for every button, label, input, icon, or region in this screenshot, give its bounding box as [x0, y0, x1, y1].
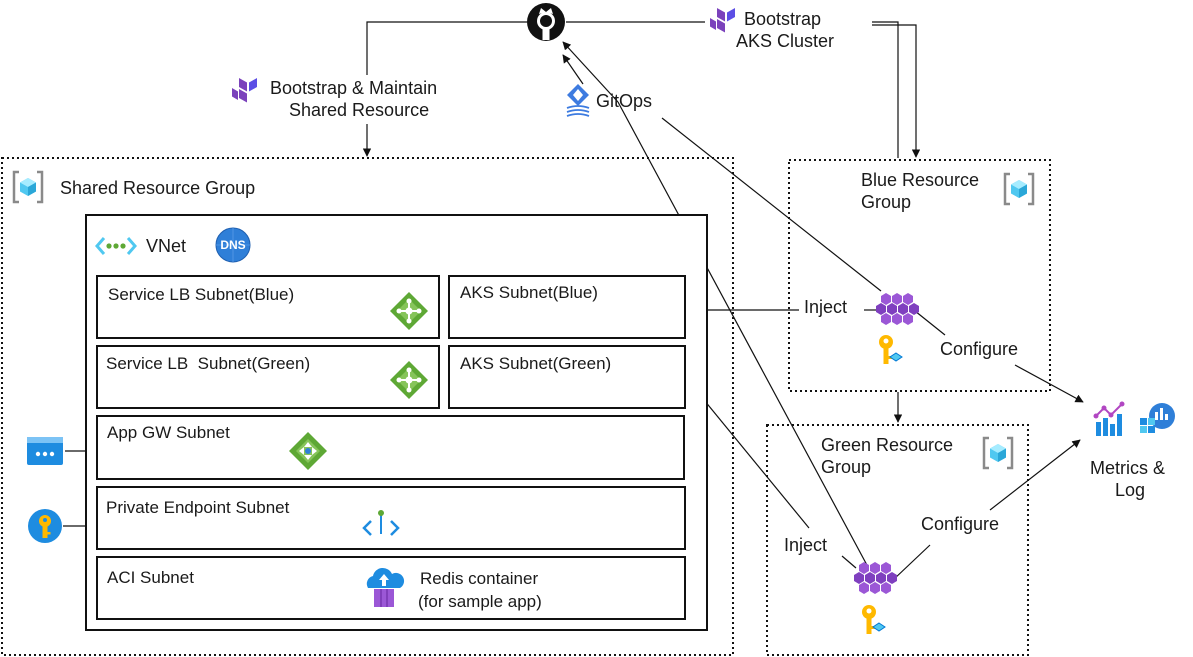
managed-identity-icon: [861, 604, 886, 635]
label-bootstrap-shared-1: Bootstrap & Maintain: [270, 78, 437, 98]
label-metrics-1: Metrics &: [1090, 458, 1165, 478]
label-green-rg-2: Group: [821, 457, 871, 477]
arrow-green-aks-to-github: [562, 41, 619, 103]
label-subnet-lb-green: Service LB Subnet(Green): [106, 354, 310, 373]
private-endpoint-icon: [362, 510, 400, 536]
label-shared-rg: Shared Resource Group: [60, 178, 255, 198]
resource-group-icon: [1003, 172, 1035, 206]
line-bootstrap-aks-1: [872, 21, 899, 158]
resource-group-icon: [12, 170, 44, 204]
label-subnet-aci: ACI Subnet: [107, 568, 194, 587]
line-gitops-to-blue-aks: [661, 117, 882, 292]
dns-zone-icon: DNS: [215, 227, 251, 263]
label-configure-blue: Configure: [940, 339, 1018, 359]
subnet-private-endpoint: [96, 486, 686, 550]
vnet-icon: [95, 237, 137, 255]
label-blue-rg-1: Blue Resource: [861, 170, 979, 190]
blue-resource-group: [788, 159, 1051, 392]
line-github-to-green-aks: [617, 101, 869, 568]
arrow-gitops-to-github: [562, 54, 584, 85]
line-inject-green-short: [841, 555, 857, 569]
github-icon: [527, 3, 565, 41]
label-subnet-aks-blue: AKS Subnet(Blue): [460, 283, 598, 302]
subnet-appgw: [96, 415, 685, 480]
arrow-configure-green: [989, 439, 1081, 511]
application-gateway-icon: [289, 432, 327, 470]
key-vault-icon: [28, 509, 62, 543]
label-redis-2: (for sample app): [418, 592, 542, 611]
aks-cluster-icon: [854, 562, 897, 594]
subnet-lb-blue: [96, 275, 440, 339]
line-configure-blue-a: [914, 310, 946, 336]
label-bootstrap-aks-1: Bootstrap: [744, 9, 821, 29]
label-redis-1: Redis container: [420, 569, 538, 588]
log-analytics-icon: [1140, 403, 1175, 433]
subnet-lb-green: [96, 345, 440, 409]
gitops-flux-icon: [566, 84, 590, 117]
label-metrics-2: Log: [1115, 480, 1145, 500]
label-blue-rg-2: Group: [861, 192, 911, 212]
subnet-aks-blue: [448, 275, 686, 339]
label-green-rg-1: Green Resource: [821, 435, 953, 455]
label-gitops: GitOps: [596, 91, 652, 111]
shared-resource-group: [1, 157, 734, 656]
container-instance-icon: [366, 567, 405, 607]
label-subnet-aks-green: AKS Subnet(Green): [460, 354, 611, 373]
label-inject-blue: Inject: [804, 297, 847, 317]
label-bootstrap-aks-2: AKS Cluster: [736, 31, 834, 51]
label-inject-green: Inject: [784, 535, 827, 555]
label-bootstrap-shared-2: Shared Resource: [289, 100, 429, 120]
subnet-aks-green: [448, 345, 686, 409]
line-github-to-bootstrap-shared: [366, 21, 527, 75]
label-subnet-lb-blue: Service LB Subnet(Blue): [108, 285, 294, 304]
label-vnet: VNet: [146, 236, 186, 256]
line-configure-green-a: [892, 544, 931, 581]
terraform-icon: [710, 8, 735, 33]
web-endpoint-icon: [27, 437, 63, 465]
label-configure-green: Configure: [921, 514, 999, 534]
arrow-to-blue-rg: [872, 24, 921, 158]
metrics-icon: [1093, 401, 1125, 436]
label-subnet-pe: Private Endpoint Subnet: [106, 498, 290, 517]
managed-identity-icon: [878, 334, 903, 365]
dns-label: DNS: [220, 238, 245, 252]
aks-cluster-icon: [876, 293, 919, 325]
label-subnet-appgw: App GW Subnet: [107, 423, 230, 442]
arrow-configure-blue: [1014, 364, 1084, 403]
green-resource-group: [766, 424, 1029, 656]
terraform-icon: [232, 78, 257, 103]
resource-group-icon: [982, 436, 1014, 470]
